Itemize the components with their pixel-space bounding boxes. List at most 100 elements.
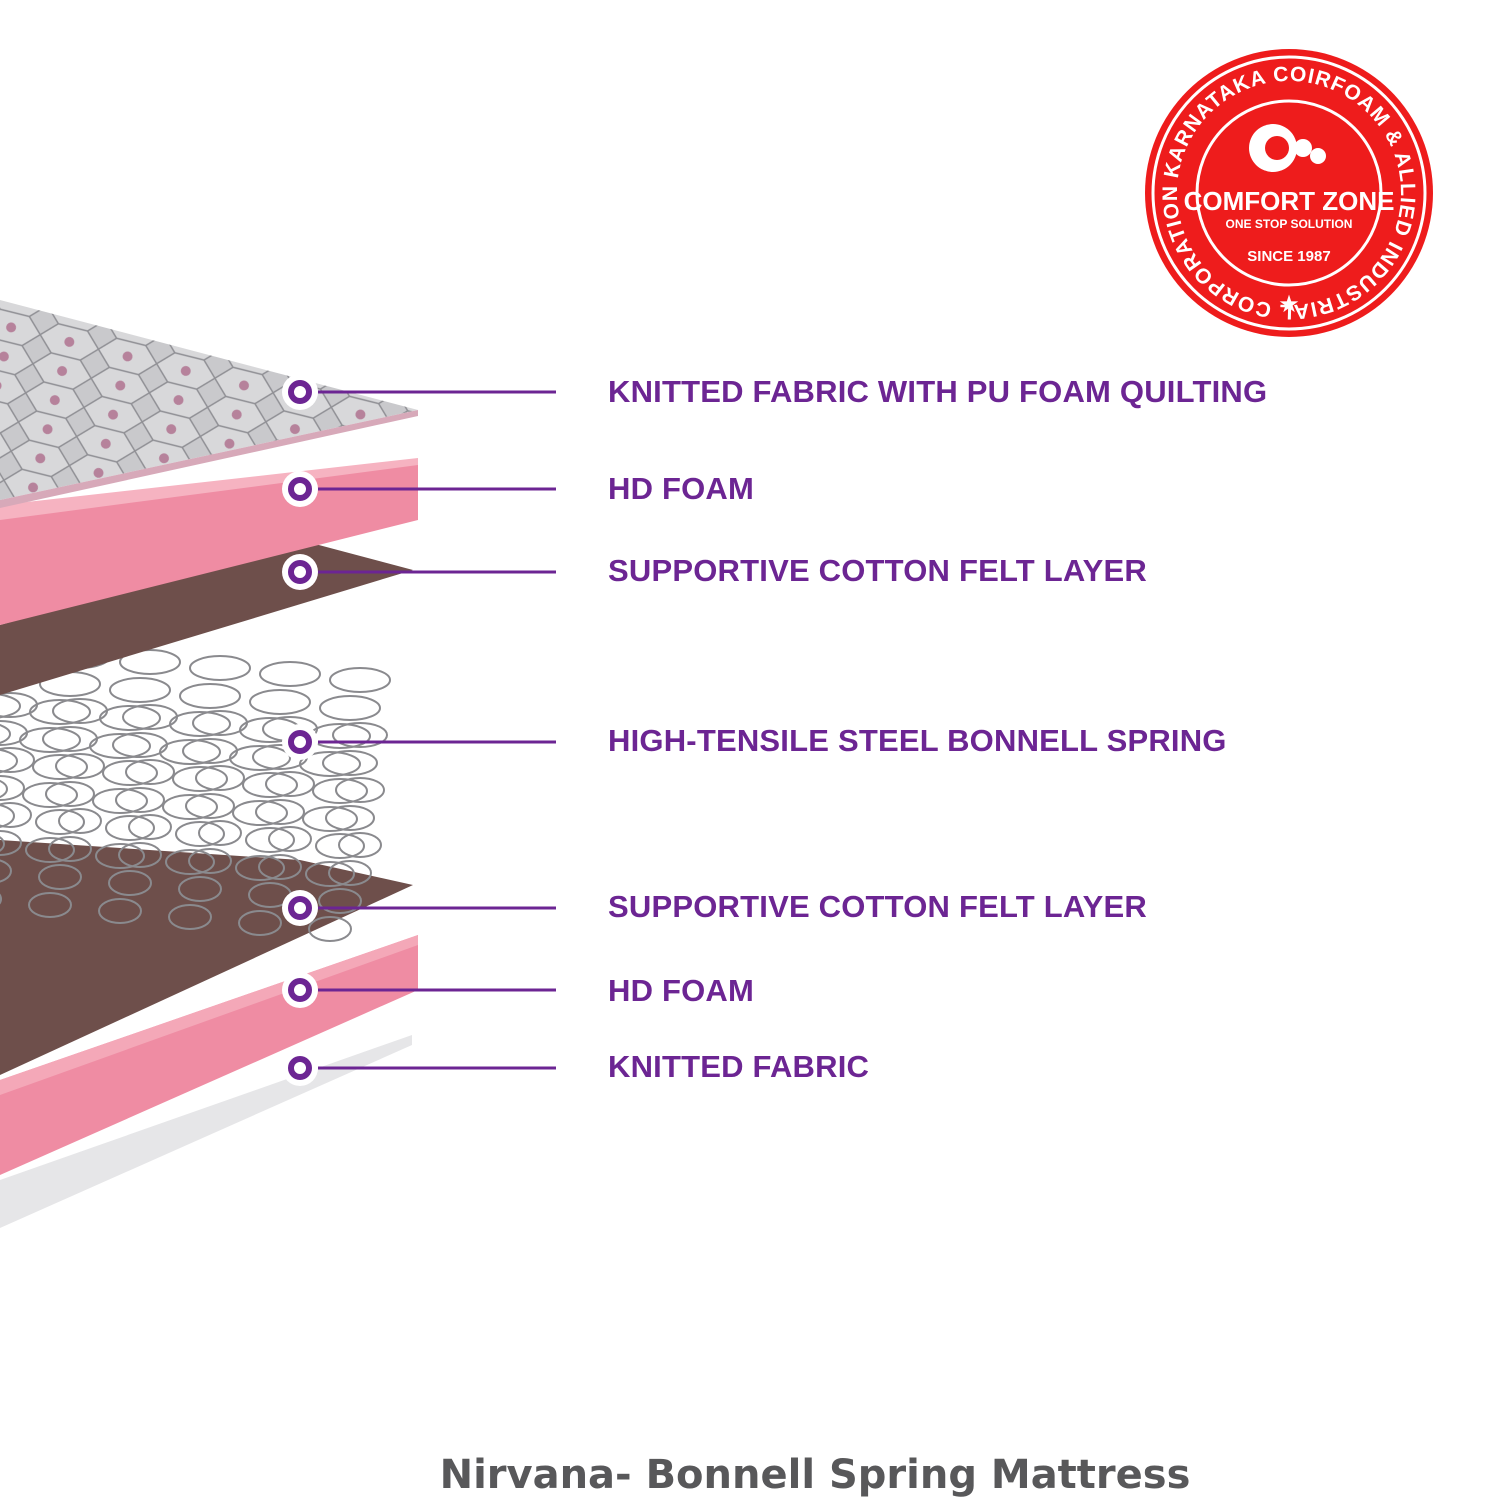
spring-coil — [319, 695, 381, 721]
spring-coil — [238, 910, 282, 936]
spring-coil — [118, 842, 162, 868]
spring-coil — [32, 754, 88, 780]
layer-label-6: HD FOAM — [608, 973, 755, 1008]
spring-coil — [0, 693, 21, 719]
spring-coil — [162, 794, 218, 820]
layer-marker-ring — [288, 978, 312, 1002]
spring-coil — [322, 750, 378, 776]
comfort-zone-logo-icon — [1249, 124, 1326, 172]
spring-coil — [329, 667, 391, 693]
spring-coil — [115, 787, 165, 813]
spring-coil — [102, 760, 158, 786]
spring-coil — [45, 781, 95, 807]
star-icon: ★ — [1278, 291, 1300, 318]
layer-marker-ring — [288, 477, 312, 501]
spring-coil — [168, 904, 212, 930]
spring-coil — [0, 836, 5, 852]
layer-marker-icon — [282, 374, 318, 410]
spring-coil — [185, 793, 235, 819]
spring-coil — [258, 854, 302, 880]
layer-label-1: KNITTED FABRIC WITH PU FOAM QUILTING — [608, 374, 1268, 409]
spring-coil — [38, 864, 82, 890]
seal-tagline: ONE STOP SOLUTION — [1226, 217, 1353, 231]
spring-coil — [312, 778, 368, 804]
spring-coil — [179, 683, 241, 709]
spring-coil — [195, 765, 245, 791]
spring-coil — [259, 661, 321, 687]
spring-coil — [328, 860, 372, 886]
spring-coil — [0, 893, 2, 905]
spring-coil — [245, 827, 295, 853]
layer-label-2: HD FOAM — [608, 471, 755, 506]
spring-coil — [0, 804, 15, 828]
spring-coil — [99, 705, 161, 731]
spring-coil — [0, 775, 25, 801]
spring-coil — [0, 779, 8, 799]
layer-label-3: SUPPORTIVE COTTON FELT LAYER — [608, 553, 1147, 588]
spring-coil — [175, 821, 225, 847]
layer-marker-icon — [282, 471, 318, 507]
spring-coil — [22, 782, 78, 808]
spring-coil — [0, 723, 11, 745]
spring-coil — [308, 916, 352, 942]
spring-coil — [178, 876, 222, 902]
spring-coil — [232, 800, 288, 826]
spring-coil — [299, 751, 361, 777]
spring-coil — [89, 733, 151, 759]
spring-coil — [255, 799, 305, 825]
layer-marker-ring — [288, 1056, 312, 1080]
spring-coil — [189, 655, 251, 681]
spring-coil — [0, 859, 12, 883]
spring-coil — [108, 870, 152, 896]
spring-coil — [302, 806, 358, 832]
layer-label-7: KNITTED FABRIC — [608, 1049, 870, 1084]
spring-coil — [0, 748, 18, 774]
spring-coil — [268, 826, 312, 852]
spring-coil — [315, 833, 365, 859]
layer-marker-icon — [282, 890, 318, 926]
spring-coil — [318, 888, 362, 914]
layer-marker-icon — [282, 1050, 318, 1086]
spring-coil — [249, 689, 311, 715]
comfort-zone-seal-logo: KARNATAKA COIRFOAM & ALLIED INDUSTRIAL C… — [1145, 49, 1433, 337]
spring-coil — [109, 677, 171, 703]
layer-marker-icon — [282, 724, 318, 760]
spring-coil — [0, 830, 22, 856]
spring-coil — [19, 727, 81, 753]
spring-coil — [25, 837, 75, 863]
layer-marker-ring — [288, 560, 312, 584]
seal-brand: COMFORT ZONE — [1184, 186, 1395, 216]
spring-coil — [128, 814, 172, 840]
spring-coil — [95, 843, 145, 869]
spring-coil — [338, 832, 382, 858]
spring-coil — [58, 808, 102, 834]
spring-coil — [265, 771, 315, 797]
layer-marker-icon — [282, 972, 318, 1008]
spring-coil — [332, 722, 388, 748]
layer-marker-ring — [288, 380, 312, 404]
spring-coil — [0, 802, 32, 828]
spring-coil — [28, 892, 72, 918]
spring-coil — [172, 766, 228, 792]
layer-label-4: HIGH-TENSILE STEEL BONNELL SPRING — [608, 723, 1227, 758]
layer-marker-ring — [288, 896, 312, 920]
spring-coil — [188, 848, 232, 874]
spring-coil — [305, 861, 355, 887]
spring-coil — [29, 699, 91, 725]
spring-coil — [48, 836, 92, 862]
spring-coil — [169, 711, 231, 737]
spring-coil — [92, 788, 148, 814]
spring-coil — [235, 855, 285, 881]
spring-coil — [119, 649, 181, 675]
layer-label-5: SUPPORTIVE COTTON FELT LAYER — [608, 889, 1147, 924]
spring-coil — [165, 849, 215, 875]
layer-marker-ring — [288, 730, 312, 754]
layer-marker-icon — [282, 554, 318, 590]
spring-coil — [229, 745, 291, 771]
spring-coil — [159, 739, 221, 765]
spring-coil — [198, 820, 242, 846]
spring-coil — [125, 759, 175, 785]
spring-coil — [325, 805, 375, 831]
spring-coil — [242, 772, 298, 798]
